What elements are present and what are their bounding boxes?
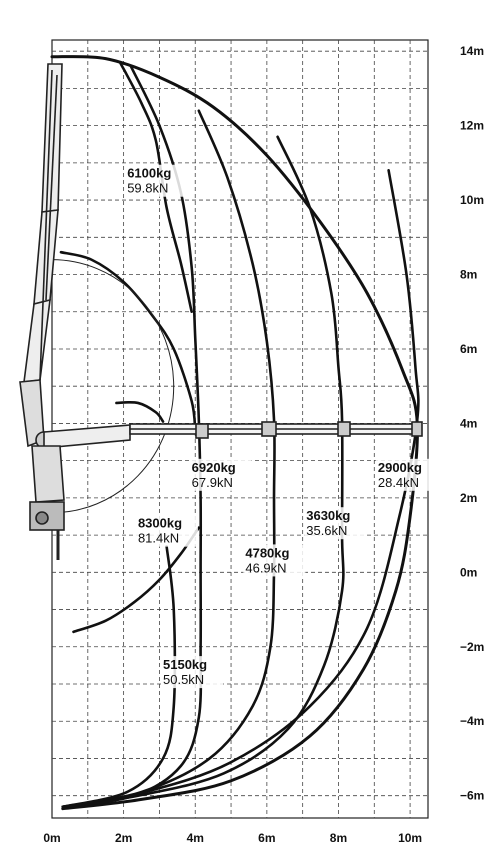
load-label-kn: 28.4kN [378, 475, 419, 490]
load-curve-inner-arc [115, 400, 165, 423]
y-tick-label: −6m [460, 789, 484, 803]
load-curve-inner-4780 [61, 109, 276, 809]
x-tick-label: 4m [187, 831, 204, 845]
horizontal-boom [43, 424, 131, 449]
boom-section-lower [23, 298, 51, 383]
load-label-kg: 6100kg [127, 166, 171, 181]
load-label-kn: 35.6kN [306, 523, 347, 538]
load-label-bg [189, 458, 252, 491]
y-tick-label: 0m [460, 565, 477, 579]
load-curve-inner-5150 [61, 544, 177, 809]
x-tick-label: 10m [398, 831, 422, 845]
load-label-bg [161, 656, 224, 689]
load-label-kn: 50.5kN [163, 672, 204, 687]
load-curve-inner-3630 [61, 135, 345, 809]
crane-base [31, 445, 65, 503]
y-tick-label: 8m [460, 268, 477, 282]
boom-joint [337, 421, 351, 437]
x-tick-label: 6m [258, 831, 275, 845]
load-label-bg [125, 164, 188, 197]
y-tick-label: 6m [460, 342, 477, 356]
load-label-kg: 8300kg [138, 516, 182, 531]
boom-joint [195, 423, 209, 439]
x-tick-label: 0m [43, 831, 60, 845]
y-tick-label: 4m [460, 416, 477, 430]
load-curve-outer [50, 55, 419, 811]
load-label-kn: 46.9kN [245, 560, 286, 575]
load-label-bg [375, 458, 438, 491]
outrigger-wheel [35, 511, 49, 525]
outrigger [29, 501, 65, 531]
y-tick-label: 12m [460, 119, 484, 133]
load-label-bg [243, 544, 306, 577]
load-label-bg [135, 514, 198, 547]
load-label-kg: 6920kg [192, 460, 236, 475]
load-label-kn: 81.4kN [138, 531, 179, 546]
x-tick-label: 2m [115, 831, 132, 845]
y-tick-label: 2m [460, 491, 477, 505]
load-label-kg: 5150kg [163, 657, 207, 672]
load-label-kg: 2900kg [378, 460, 422, 475]
y-tick-label: 14m [460, 44, 484, 58]
x-tick-label: 8m [330, 831, 347, 845]
plot-border [51, 39, 429, 819]
axis-ticks: 0m 2m 4m 6m 8m 10m 14m 12m 10m 8m 6m 4m 2m 0m −2m −4m −6… [43, 44, 484, 845]
load-curve-inner-8300 [72, 526, 201, 634]
knuckle-reach-arc [51, 259, 174, 514]
y-tick-label: 10m [460, 193, 484, 207]
boom-cylinder [45, 74, 58, 301]
load-curves [50, 55, 420, 811]
load-curve-inner-2900 [61, 168, 420, 809]
boom-tip [411, 421, 423, 437]
load-label-kg: 3630kg [306, 508, 350, 523]
load-label-kn: 67.9kN [192, 475, 233, 490]
y-tick-label: −2m [460, 640, 484, 654]
crane-illustration [19, 63, 423, 560]
load-label-kg: 4780kg [245, 545, 289, 560]
y-tick-label: −4m [460, 714, 484, 728]
boom-cylinder [39, 69, 53, 381]
load-label-kn: 59.8kN [127, 181, 168, 196]
load-label-bg [304, 507, 367, 540]
boom-joint [261, 421, 277, 437]
load-curve-inner-8600 [59, 250, 197, 433]
